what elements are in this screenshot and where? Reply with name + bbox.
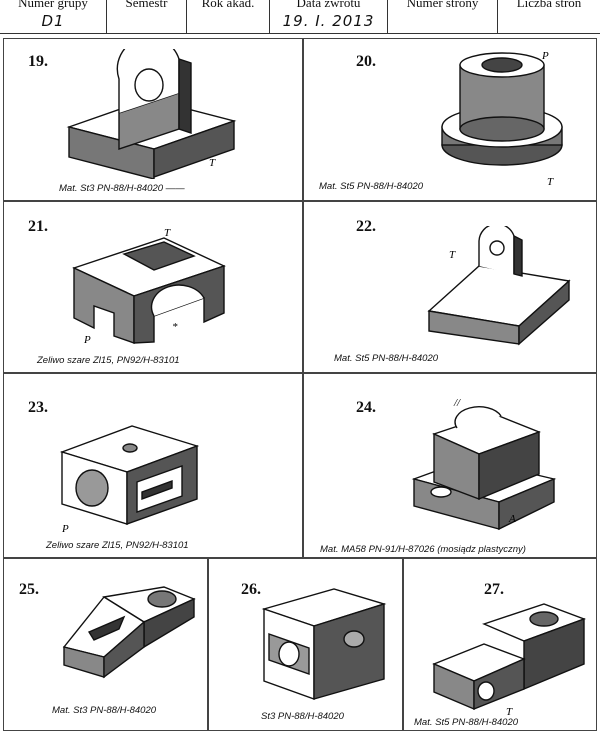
svg-text:*: * xyxy=(172,321,178,333)
header-page-count-cell: Liczba stron xyxy=(498,0,600,34)
exercise-22-cell: 22. T Mat. St5 PN-88/H-84020 xyxy=(303,201,597,373)
material-label: Mat. MA58 PN-91/H-87026 (mosiądz plastyc… xyxy=(320,544,526,555)
material-label: Mat. St5 PN-88/H-84020 xyxy=(319,181,424,192)
exercise-25-cell: 25. Mat. St3 PN-88/H-84020 xyxy=(3,558,208,731)
header-group-cell: Numer grupy D1 xyxy=(0,0,107,34)
material-label: Zeliwo szare Zl15, PN92/H-83101 xyxy=(46,540,189,551)
part-drawing-25 xyxy=(44,577,204,687)
svg-text:A: A xyxy=(508,513,516,525)
header-return-date-cell: Data zwrotu 19. I. 2013 xyxy=(270,0,388,34)
exercise-24-cell: 24. // A Mat. MA58 PN-91/H-87026 (mosiąd… xyxy=(303,373,597,558)
exercise-number: 23. xyxy=(28,399,48,416)
part-drawing-21: T P * xyxy=(54,218,244,348)
header-page-number-cell: Numer strony xyxy=(388,0,498,34)
header-year-cell: Rok akad. xyxy=(187,0,270,34)
svg-text:T: T xyxy=(209,157,216,169)
exercise-number: 22. xyxy=(356,218,376,235)
header-label: Liczba stron xyxy=(516,0,582,10)
svg-text:T: T xyxy=(449,249,456,261)
part-drawing-20: P T xyxy=(432,45,572,185)
header-semester-cell: Semestr xyxy=(107,0,187,34)
header-value: D1 xyxy=(41,12,65,30)
header-label: Data zwrotu xyxy=(296,0,361,10)
exercise-number: 20. xyxy=(356,53,376,70)
svg-text:T: T xyxy=(164,227,171,239)
exercise-26-cell: 26. St3 PN-88/H-84020 xyxy=(208,558,403,731)
exercise-number: 27. xyxy=(484,581,504,598)
svg-text:P: P xyxy=(83,334,91,346)
exercise-19-cell: 19. T Mat. St3 PN-88/H-84020 —— xyxy=(3,38,303,201)
material-label: Zeliwo szare Zl15, PN92/H-83101 xyxy=(37,355,180,366)
material-label: Mat. St3 PN-88/H-84020 xyxy=(52,705,157,716)
part-drawing-19: T xyxy=(59,49,249,179)
part-drawing-23: P xyxy=(52,404,212,539)
material-label: St3 PN-88/H-84020 xyxy=(261,711,344,722)
header-label: Rok akad. xyxy=(201,0,255,10)
exercise-number: 26. xyxy=(241,581,261,598)
svg-text://: // xyxy=(453,397,461,409)
exercise-23-cell: 23. P Zeliwo szare Zl15, PN92/H-83101 xyxy=(3,373,303,558)
exercise-27-cell: 27. T Mat. St5 PN-88/H-84020 xyxy=(403,558,597,731)
header-label: Numer grupy xyxy=(18,0,88,10)
header-label: Semestr xyxy=(125,0,168,10)
material-label: Mat. St5 PN-88/H-84020 xyxy=(414,717,519,728)
part-drawing-26 xyxy=(259,584,389,704)
part-drawing-22: T xyxy=(419,226,589,346)
exercise-21-cell: 21. T P * Zeliwo szare Zl15, PN92/H-8310… xyxy=(3,201,303,373)
header-divider xyxy=(0,33,600,34)
part-drawing-27: T xyxy=(424,599,594,719)
svg-text:P: P xyxy=(541,50,549,62)
exercise-20-cell: 20. P T Mat. St5 PN-88/H-84020 xyxy=(303,38,597,201)
svg-text:T: T xyxy=(506,706,513,718)
header-label: Numer strony xyxy=(406,0,479,10)
svg-text:T: T xyxy=(547,176,554,185)
exercise-number: 19. xyxy=(28,53,48,70)
material-label: Mat. St3 PN-88/H-84020 —— xyxy=(59,183,185,194)
exercise-number: 21. xyxy=(28,218,48,235)
header-table: Numer grupy D1 Semestr Rok akad. Data zw… xyxy=(0,0,600,34)
svg-text:P: P xyxy=(61,523,69,535)
exercise-number: 24. xyxy=(356,399,376,416)
part-drawing-24: // A xyxy=(409,394,559,534)
exercise-number: 25. xyxy=(19,581,39,598)
material-label: Mat. St5 PN-88/H-84020 xyxy=(334,353,439,364)
header-value: 19. I. 2013 xyxy=(282,12,375,30)
